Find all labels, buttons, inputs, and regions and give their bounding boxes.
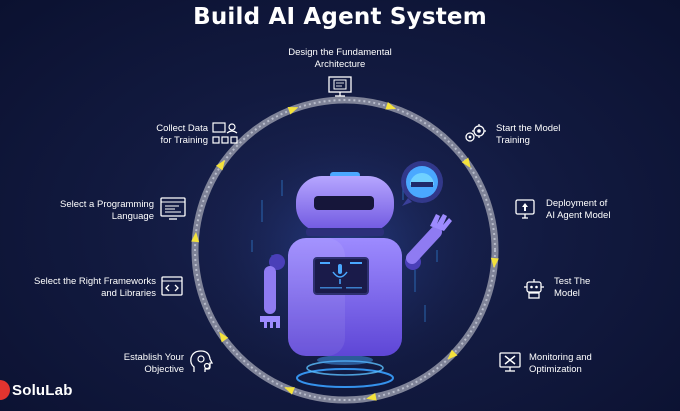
step-test-line1: Test The: [554, 276, 591, 287]
step-design-line1: Design the Fundamental: [288, 47, 392, 58]
test-robot-icon: [524, 279, 544, 299]
step-language-line2: Language: [111, 210, 154, 222]
monitor-tools-icon: [499, 352, 521, 372]
step-training-line1: Start the Model: [496, 123, 561, 134]
ring-arrow: [490, 257, 499, 269]
step-objective-line1: Establish Your: [123, 352, 184, 363]
deploy-icon: [515, 199, 535, 219]
step-deploy-label: Deployment of AI Agent Model: [546, 198, 610, 221]
step-training-label: Start the Model Training: [496, 123, 560, 146]
ring-arrow: [461, 157, 471, 169]
step-objective-label: Establish Your Objective: [98, 352, 184, 375]
step-monitor-line2: Optimization: [529, 363, 582, 375]
ring-arrow: [219, 331, 229, 343]
robot-illustration: [260, 172, 452, 388]
step-objective-line2: Objective: [144, 363, 184, 375]
logo-mark: [0, 380, 10, 400]
ring-arrow: [385, 101, 397, 110]
step-frameworks-line1: Select the Right Frameworks: [34, 276, 156, 287]
step-frameworks-line2: and Libraries: [101, 287, 156, 299]
step-collect-line2: for Training: [160, 134, 208, 146]
step-design-label: Design the Fundamental Architecture: [258, 47, 422, 70]
step-collect-line1: Collect Data: [156, 123, 208, 134]
ring-arrow: [215, 159, 225, 171]
head-gears-icon: [190, 350, 214, 372]
step-monitor-line1: Monitoring and: [529, 352, 592, 363]
data-collection-icon: [212, 122, 238, 144]
step-monitor-label: Monitoring and Optimization: [529, 352, 592, 375]
gears-icon: [465, 124, 486, 142]
page-title: Build AI Agent System: [193, 4, 487, 30]
step-frameworks-label: Select the Right Frameworks and Librarie…: [6, 276, 156, 299]
ring-arrows: [191, 101, 499, 401]
step-collect-label: Collect Data for Training: [108, 123, 208, 146]
solulab-logo: SoluLab: [0, 379, 73, 401]
robot-speech-bubble: [401, 161, 443, 206]
step-test-label: Test The Model: [554, 276, 590, 299]
ring-arrow: [191, 231, 200, 243]
code-window-icon: [160, 197, 186, 220]
code-browser-icon: [161, 276, 183, 296]
step-deploy-line2: AI Agent Model: [546, 209, 611, 221]
process-ring-inner: [194, 99, 496, 401]
step-language-label: Select a Programming Language: [30, 199, 154, 222]
step-language-line1: Select a Programming: [60, 199, 154, 210]
step-design-line2: Architecture: [314, 58, 366, 70]
ring-arrow: [287, 106, 299, 115]
step-deploy-line1: Deployment of: [546, 198, 608, 209]
blueprint-monitor-icon: [328, 76, 352, 97]
logo-text: SoluLab: [12, 381, 73, 399]
ring-arrow: [366, 392, 377, 401]
ring-arrow: [447, 349, 458, 360]
step-test-line2: Model: [554, 287, 580, 299]
ring-arrow: [284, 387, 295, 395]
step-training-line2: Training: [496, 134, 530, 146]
